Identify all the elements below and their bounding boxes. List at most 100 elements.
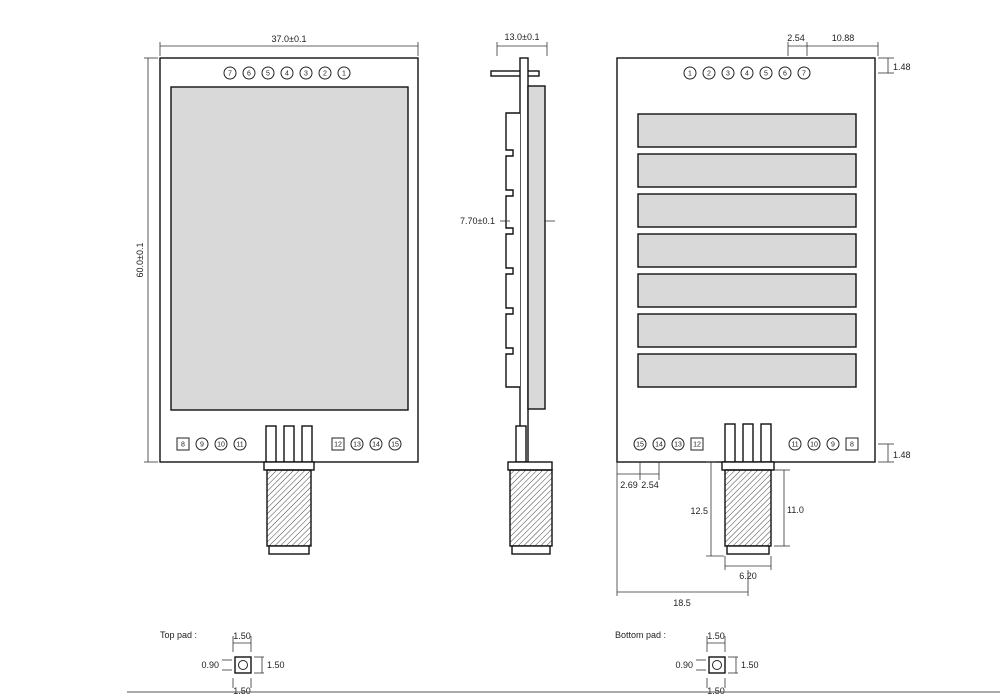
bottom-pad-height-label: 1.50 (741, 660, 759, 670)
back-top-pins: 1 2 3 4 5 6 7 (683, 66, 811, 80)
pin-pad (350, 437, 364, 451)
pin-pad (652, 437, 666, 451)
pin-pad (233, 437, 247, 451)
component-bar (637, 273, 857, 308)
pin-pad (721, 66, 735, 80)
back-pin-offset-label: 10.88 (832, 33, 855, 43)
pin-pad-square (176, 437, 190, 451)
pin-pad (633, 437, 647, 451)
pin-number: 14 (372, 442, 380, 449)
pin-number: 12 (334, 442, 342, 449)
front-antenna-connector (263, 425, 315, 555)
pin-number: 5 (266, 71, 270, 78)
bottom-pad-title: Bottom pad : (615, 630, 666, 640)
pin-pad (242, 66, 256, 80)
pin-number: 10 (810, 442, 818, 449)
top-pad-detail: Top pad : 1.50 0.90 1.50 1.50 (160, 630, 285, 695)
pin-number: 7 (228, 71, 232, 78)
front-bottom-right-pins: 12 13 14 15 (331, 437, 402, 451)
bottom-pad-hole (712, 660, 722, 670)
pin-pad (369, 437, 383, 451)
bottom-pad-hole-label: 0.90 (675, 660, 693, 670)
pin-pad (740, 66, 754, 80)
pin-number: 8 (181, 442, 185, 449)
front-bottom-left-pins: 8 9 10 11 (176, 437, 247, 451)
pin-number: 15 (391, 442, 399, 449)
pin-pad (826, 437, 840, 451)
pin-number: 13 (674, 442, 682, 449)
top-pad-hole (238, 660, 248, 670)
bottom-pad-bottom-label: 1.50 (707, 686, 725, 695)
back-antenna-pos-label: 18.5 (673, 598, 691, 608)
pin-pad (261, 66, 275, 80)
back-pitch-label: 2.54 (787, 33, 805, 43)
pin-number: 2 (323, 71, 327, 78)
top-pad-width-label: 1.50 (233, 631, 251, 641)
pin-pad (778, 66, 792, 80)
back-left-pitch-label: 2.54 (641, 480, 659, 490)
pin-number: 10 (217, 442, 225, 449)
pin-pad-square (690, 437, 704, 451)
pin-pad (195, 437, 209, 451)
pin-pad (683, 66, 697, 80)
pin-number: 5 (764, 71, 768, 78)
front-height-label: 60.0±0.1 (135, 243, 145, 278)
pin-number: 2 (707, 71, 711, 78)
back-component-bars (637, 113, 857, 388)
pin-pad (388, 437, 402, 451)
component-bar (637, 113, 857, 148)
pin-number: 1 (342, 71, 346, 78)
pin-number: 4 (285, 71, 289, 78)
back-antenna-connector (721, 423, 775, 555)
pin-pad (299, 66, 313, 80)
top-pad-bottom-label: 1.50 (233, 686, 251, 695)
pin-pad (671, 437, 685, 451)
side-top-pin (490, 70, 540, 77)
top-pad-title: Top pad : (160, 630, 197, 640)
front-view: 37.0±0.1 60.0±0.1 7 6 5 4 3 2 1 8 9 10 1… (135, 34, 419, 555)
pin-number: 6 (247, 71, 251, 78)
side-view: 13.0±0.1 7.70±0.1 (460, 32, 555, 555)
top-pad-hole-label: 0.90 (201, 660, 219, 670)
pin-pad (797, 66, 811, 80)
top-pad-height-label: 1.50 (267, 660, 285, 670)
back-top-margin-label: 1.48 (893, 62, 911, 72)
pin-pad (702, 66, 716, 80)
pin-pad (759, 66, 773, 80)
bottom-pad-detail: Bottom pad : 1.50 0.90 1.50 1.50 (615, 630, 759, 695)
back-antenna-inner-label: 11.0 (787, 505, 804, 515)
pin-pad-square (331, 437, 345, 451)
pin-number: 7 (802, 71, 806, 78)
side-antenna-threaded-body (509, 469, 553, 547)
side-thickness-label: 13.0±0.1 (505, 32, 540, 42)
pin-pad (788, 437, 802, 451)
component-bar (637, 153, 857, 188)
side-display-module (527, 85, 546, 410)
pin-number: 11 (791, 442, 798, 449)
front-top-pins: 7 6 5 4 3 2 1 (223, 66, 351, 80)
pin-pad (280, 66, 294, 80)
back-left-offset-label: 2.69 (620, 480, 638, 490)
pin-number: 3 (304, 71, 308, 78)
pin-number: 13 (353, 442, 361, 449)
pin-pad (223, 66, 237, 80)
back-bottom-left-pins: 15 14 13 12 (633, 437, 704, 451)
pin-pad (318, 66, 332, 80)
pin-number: 3 (726, 71, 730, 78)
component-bar (637, 313, 857, 348)
pin-number: 15 (636, 442, 644, 449)
pin-pad (337, 66, 351, 80)
front-antenna-threaded-body (266, 469, 312, 547)
pin-number: 9 (200, 442, 204, 449)
pin-number: 9 (831, 442, 835, 449)
back-bottom-margin-label: 1.48 (893, 450, 911, 460)
pin-number: 14 (655, 442, 663, 449)
back-antenna-threaded-body (724, 469, 772, 547)
back-bottom-right-pins: 11 10 9 8 (788, 437, 859, 451)
pin-number: 4 (745, 71, 749, 78)
pin-number: 8 (850, 442, 854, 449)
front-display-area (170, 86, 409, 411)
front-width-label: 37.0±0.1 (272, 34, 307, 44)
pin-number: 6 (783, 71, 787, 78)
